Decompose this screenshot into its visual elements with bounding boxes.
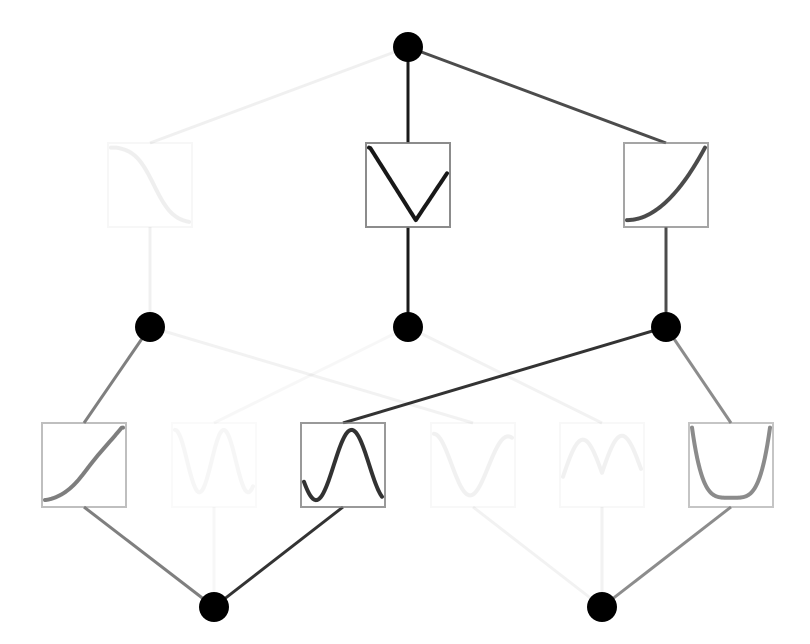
act-upper-2-frame — [623, 142, 709, 228]
act-lower-0-edge-in — [83, 505, 215, 609]
act-lower-3-curve — [432, 431, 514, 498]
act-lower-5 — [688, 422, 774, 508]
act-lower-4-frame — [559, 422, 645, 508]
act-lower-3-edge-in — [472, 505, 603, 609]
edges-layer — [82, 45, 733, 609]
act-lower-5-frame — [688, 422, 774, 508]
act-lower-3 — [430, 422, 516, 508]
act-upper-1 — [365, 142, 451, 228]
act-lower-0-edge-out — [82, 326, 152, 424]
act-lower-4-edge-out — [407, 325, 603, 425]
act-lower-2-edge-in — [213, 505, 344, 609]
act-upper-1-frame — [365, 142, 451, 228]
act-lower-3-edge-out — [149, 325, 474, 425]
act-upper-2-curve — [625, 145, 707, 223]
act-lower-2-curve — [302, 427, 384, 503]
act-upper-0-curve — [109, 145, 191, 224]
act-upper-0-frame — [107, 142, 193, 228]
act-lower-1 — [172, 423, 256, 507]
act-lower-5-edge-in — [601, 505, 732, 609]
act-lower-0 — [41, 422, 127, 508]
act-lower-0-curve — [43, 425, 125, 502]
act-lower-1-frame — [172, 423, 256, 507]
node-h2 — [651, 312, 681, 342]
act-lower-5-curve — [690, 425, 772, 500]
node-in1 — [587, 592, 617, 622]
node-h1 — [393, 312, 423, 342]
node-in0 — [199, 592, 229, 622]
act-lower-4 — [559, 422, 645, 508]
nodes-layer — [135, 32, 681, 622]
act-upper-2 — [623, 142, 709, 228]
act-lower-3-frame — [430, 422, 516, 508]
act-lower-2 — [300, 422, 386, 508]
act-upper-0 — [107, 142, 193, 228]
act-lower-4-curve — [561, 433, 643, 479]
act-upper-2-edge-out — [407, 45, 667, 145]
act-upper-0-edge-out — [149, 45, 409, 145]
node-h0 — [135, 312, 165, 342]
activation-boxes-layer — [41, 142, 774, 508]
node-out — [393, 32, 423, 62]
act-lower-2-edge-out — [342, 325, 667, 425]
act-upper-1-curve — [367, 145, 449, 223]
act-lower-5-edge-out — [664, 326, 733, 424]
